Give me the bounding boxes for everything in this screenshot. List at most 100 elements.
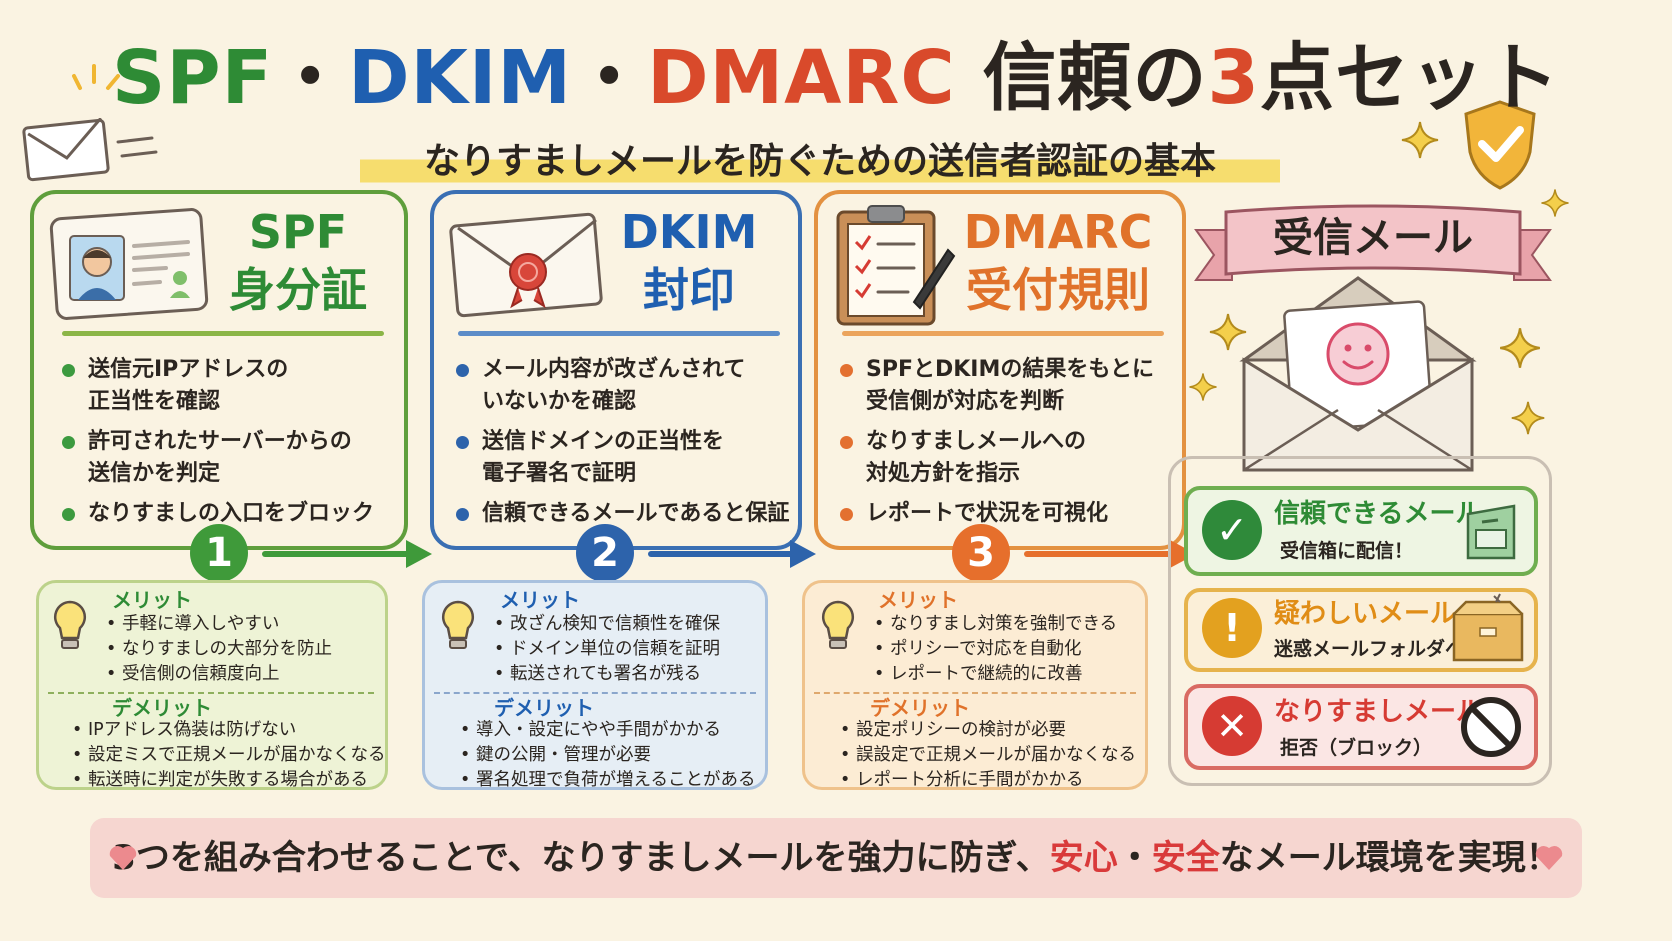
spf-demerit-heading: デメリット (112, 696, 212, 720)
merit-item: 手軽に導入しやすい (102, 612, 332, 637)
heart-icon (1535, 846, 1563, 870)
dmarc-bullet: レポートで状況を可視化 (838, 498, 1178, 530)
demerit-item: 署名処理で負荷が増えることがある (456, 768, 755, 793)
merit-divider (434, 692, 756, 694)
spf-bullet: 許可されたサーバーからの 送信かを判定 (60, 426, 400, 490)
ribbon-banner (1194, 204, 1552, 281)
demerit-item: 誤設定で正規メールが届かなくなる (836, 743, 1136, 768)
step-3-badge: 3 (952, 524, 1010, 582)
dmarc-merit-list: なりすまし対策を強制できる ポリシーで対応を自動化 レポートで継続的に改善 (870, 612, 1117, 687)
footer-text: なメール環境を実現！ (1219, 838, 1560, 878)
demerit-item: 設定ミスで正規メールが届かなくなる (68, 743, 386, 768)
dmarc-bullet-list: SPFとDKIMの結果をもとに 受信側が対応を判断 なりすましメールへの 対処方… (838, 354, 1178, 538)
cross-icon: ✕ (1202, 696, 1262, 756)
spf-merit-list: 手軽に導入しやすい なりすましの大部分を防止 受信側の信頼度向上 (102, 612, 332, 687)
demerit-item: 導入・設定にやや手間がかかる (456, 718, 755, 743)
sparkle-icon (1500, 328, 1540, 368)
merit-item: ドメイン単位の信頼を証明 (490, 637, 720, 662)
dmarc-demerit-heading: デメリット (870, 696, 970, 720)
spf-merit-heading: メリット (112, 588, 192, 612)
lightbulb-icon (441, 600, 475, 649)
dkim-divider (458, 331, 780, 336)
dkim-bullet: メール内容が改ざんされて いないかを確認 (454, 354, 794, 418)
lightbulb-icon (821, 600, 855, 649)
dkim-bullet: 送信ドメインの正当性を 電子署名で証明 (454, 426, 794, 490)
sparkle-icon (1209, 313, 1247, 351)
page-subtitle: なりすましメールを防ぐための送信者認証の基本 (360, 135, 1280, 189)
demerit-item: 設定ポリシーの検討が必要 (836, 718, 1136, 743)
receive-banner-title: 受信メール (1273, 215, 1473, 261)
clipboard-icon (836, 205, 956, 326)
sparkle-icon (1511, 401, 1545, 435)
dkim-subtitle: 封印 (643, 263, 735, 317)
receive-results-frame (1168, 456, 1552, 786)
dkim-title: DKIM (620, 205, 758, 259)
check-icon: ✓ (1202, 500, 1262, 560)
sparkle-icon (1189, 373, 1217, 401)
heart-icon (109, 846, 137, 870)
merit-item: なりすましの大部分を防止 (102, 637, 332, 662)
footer-highlight: 安全 (1151, 838, 1220, 878)
step-arrow-1 (262, 551, 412, 557)
exclamation-icon: ! (1202, 598, 1262, 658)
merit-item: 受信側の信頼度向上 (102, 662, 332, 687)
dmarc-subtitle: 受付規則 (966, 263, 1150, 317)
step-arrow-3 (1024, 551, 1174, 557)
dkim-bullet-list: メール内容が改ざんされて いないかを確認 送信ドメインの正当性を 電子署名で証明… (454, 354, 794, 538)
spf-subtitle: 身分証 (229, 263, 367, 317)
spf-bullet: なりすましの入口をブロック (60, 498, 400, 530)
inbox-tray-icon (1466, 504, 1516, 560)
dmarc-divider (842, 331, 1164, 336)
page-title: SPF・DKIM・DMARC 信頼の3点セット (112, 35, 1560, 121)
merit-divider (48, 692, 374, 694)
result-suspicious-title: 疑わしいメール (1274, 599, 1457, 629)
demerit-item: レポート分析に手間がかかる (836, 768, 1136, 793)
merit-item: なりすまし対策を強制できる (870, 612, 1117, 637)
envelope-outline-icon (22, 118, 110, 182)
lightbulb-icon (53, 600, 87, 649)
dkim-demerit-heading: デメリット (494, 696, 594, 720)
step-1-badge: 1 (190, 524, 248, 582)
dkim-demerit-list: 導入・設定にやや手間がかかる 鍵の公開・管理が必要 署名処理で負荷が増えることが… (456, 718, 755, 793)
spf-bullet-list: 送信元IPアドレスの 正当性を確認 許可されたサーバーからの 送信かを判定 なり… (60, 354, 400, 538)
step-arrow-1-head (406, 540, 432, 568)
dmarc-bullet: なりすましメールへの 対処方針を指示 (838, 426, 1178, 490)
spf-title: SPF (248, 205, 348, 259)
dmarc-demerit-list: 設定ポリシーの検討が必要 誤設定で正規メールが届かなくなる レポート分析に手間が… (836, 718, 1136, 793)
footer-banner: 3つを組み合わせることで、なりすましメールを強力に防ぎ、安心・安全なメール環境を… (90, 818, 1582, 898)
merit-item: 転送されても署名が残る (490, 662, 720, 687)
open-envelope-smile-icon (1239, 276, 1477, 472)
dkim-bullet: 信頼できるメールであると保証 (454, 498, 794, 530)
spf-bullet: 送信元IPアドレスの 正当性を確認 (60, 354, 400, 418)
sparkle-icon (1401, 121, 1439, 159)
merit-divider (814, 692, 1136, 694)
result-trusted-title: 信頼できるメール (1274, 499, 1482, 529)
id-card-icon (49, 208, 209, 320)
spf-divider (62, 331, 384, 336)
step-arrow-2-head (790, 540, 816, 568)
result-spoofed-sub: 拒否（ブロック） (1280, 737, 1433, 759)
step-2-badge: 2 (576, 524, 634, 582)
spark-lines-icon (72, 64, 120, 90)
demerit-item: 転送時に判定が失敗する場合がある (68, 768, 386, 793)
result-spoofed-title: なりすましメール (1274, 697, 1483, 727)
dkim-merit-list: 改ざん検知で信頼性を確保 ドメイン単位の信頼を証明 転送されても署名が残る (490, 612, 720, 687)
motion-lines-icon (116, 136, 158, 158)
dmarc-bullet: SPFとDKIMの結果をもとに 受信側が対応を判断 (838, 354, 1178, 418)
dkim-merit-heading: メリット (500, 588, 580, 612)
merit-item: レポートで継続的に改善 (870, 662, 1117, 687)
result-suspicious-sub: 迷惑メールフォルダへ (1274, 638, 1465, 660)
spf-demerit-list: IPアドレス偽装は防げない 設定ミスで正規メールが届かなくなる 転送時に判定が失… (68, 718, 386, 793)
sparkle-icon (1541, 189, 1569, 217)
footer-text: ・ (1117, 838, 1152, 878)
dmarc-merit-heading: メリット (878, 588, 958, 612)
footer-highlight: 安心 (1049, 838, 1118, 878)
step-arrow-2 (648, 551, 794, 557)
merit-item: ポリシーで対応を自動化 (870, 637, 1117, 662)
dmarc-title: DMARC (963, 205, 1153, 259)
merit-item: 改ざん検知で信頼性を確保 (490, 612, 720, 637)
folder-box-icon (1452, 593, 1524, 662)
footer-text: 3つを組み合わせることで、なりすましメールを強力に防ぎ、 (112, 838, 1050, 878)
prohibited-icon (1461, 697, 1521, 757)
demerit-item: IPアドレス偽装は防げない (68, 718, 386, 743)
